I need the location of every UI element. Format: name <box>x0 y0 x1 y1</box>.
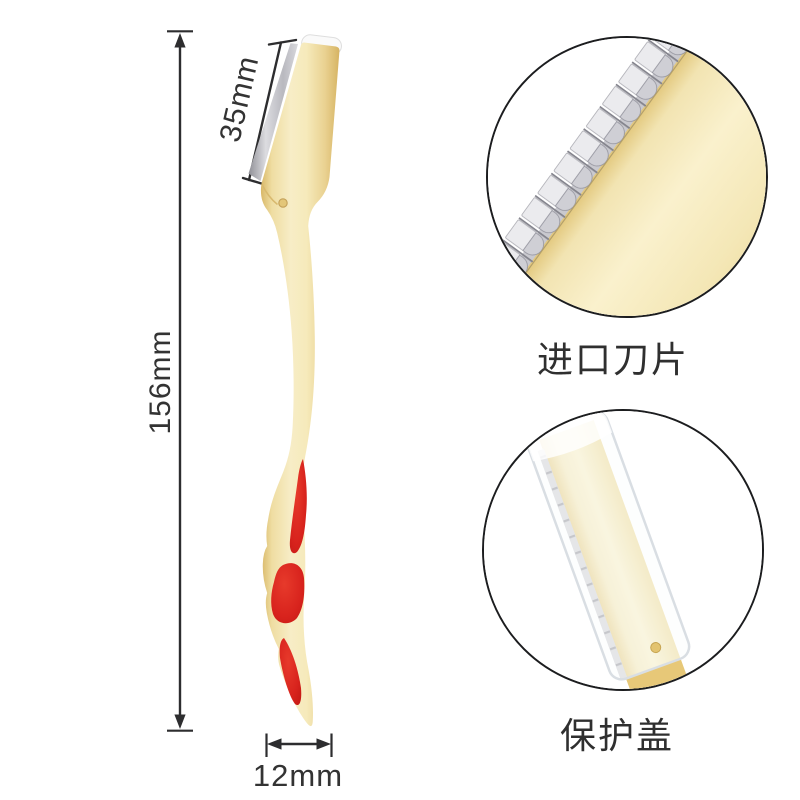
blade-callout-label: 进口刀片 <box>536 339 690 380</box>
gold-head-closeup <box>488 38 766 316</box>
red-accent-bottom <box>279 638 302 706</box>
cap-screw <box>650 642 662 654</box>
dimension-width <box>265 733 333 757</box>
blade-closeup-callout <box>486 36 768 318</box>
razor-body <box>260 42 340 727</box>
blade-closeup-art <box>488 38 766 316</box>
cap-closeup-art <box>484 411 762 689</box>
razor-blade-strip <box>248 43 298 182</box>
width-label: 12mm <box>252 758 344 793</box>
capped-blade-strip <box>537 448 628 681</box>
razor-pivot-screw <box>278 198 288 208</box>
razor <box>248 34 342 727</box>
dimension-total-length <box>167 30 193 732</box>
red-accent-middle <box>271 563 305 624</box>
capped-razor-head <box>539 420 700 689</box>
cap-closeup-callout <box>482 409 764 691</box>
razor-neck-crease <box>261 183 278 206</box>
total-length-label: 156mm <box>144 329 177 435</box>
red-accent-top <box>289 459 307 554</box>
cap-callout-label: 保护盖 <box>559 715 675 756</box>
cap-top-rim <box>527 411 613 462</box>
